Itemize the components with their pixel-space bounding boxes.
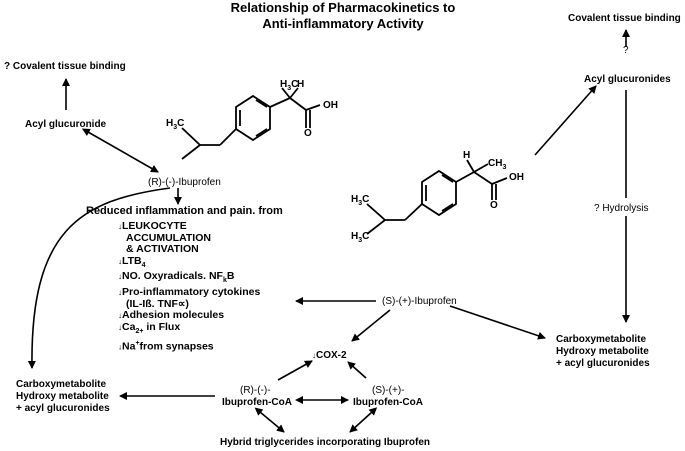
s-mol-ch3-label: CH3 [488, 158, 507, 171]
arrow-s-ibu-to-right-metab [449, 305, 546, 340]
s-mol-h3c-label-2: H3C [351, 231, 370, 244]
effect-na: ↓Na+from synapses [118, 339, 214, 353]
left-metab-line3: + acyl glucuronides [16, 403, 110, 414]
r-mol-o-label: O [304, 128, 312, 139]
effects-header: Reduced inflammation and pain. from [86, 205, 283, 217]
effects-list: ↓LEUKOCYTE ACCUMULATION & ACTIVATION ↓LT… [118, 220, 261, 353]
arrow-scoa-to-cox2 [347, 361, 367, 379]
right-hydrolysis-label: ? Hydrolysis [594, 203, 649, 214]
arrow-r-ibu-to-left-metab [27, 187, 171, 369]
arrow-s-ibu-to-cox2 [351, 309, 391, 342]
effect-leukocyte-3: & ACTIVATION [126, 243, 199, 256]
s-mol-o-label: O [490, 200, 498, 211]
left-metab-line1: Carboxymetabolite [16, 379, 107, 390]
effect-pro-inflammatory: ↓Pro-inflammatory cytokines [118, 286, 261, 299]
arrow-s-mol-to-acyl [534, 85, 597, 156]
effect-pro-inflammatory-2: (IL-Iß. TNF∝) [126, 297, 189, 310]
right-metab-line2: Hydroxy metabolite [556, 346, 649, 357]
down-arrow-icon: ↓ [312, 351, 316, 360]
r-mol-h-label: H [297, 79, 305, 90]
effect-no: ↓NO. Oxyradicals. NFkB [118, 270, 235, 285]
left-metab-line2: Hydroxy metabolite [16, 391, 109, 402]
s-mol-h3c-label: H3C [351, 194, 370, 207]
effect-ltb: ↓LTB4 [118, 254, 146, 269]
s-coa-line1: (S)-(+)- [372, 385, 405, 396]
r-ibuprofen-molecule [181, 87, 321, 160]
left-covalent-label: ? Covalent tissue binding [4, 61, 126, 72]
s-mol-h-label: H [463, 150, 471, 161]
s-ibuprofen-label: (S)-(+)-Ibuprofen [382, 296, 457, 307]
diagram-title-line2: Anti-inflammatory Activity [262, 16, 424, 31]
r-ibuprofen-label: (R)-(-)-Ibuprofen [148, 177, 221, 188]
diagram-title-line1: Relationship of Pharmacokinetics to [230, 0, 456, 15]
r-mol-oh-label: OH [323, 100, 338, 111]
left-acyl-label: Acyl glucuronide [25, 119, 107, 130]
arrow-rcoa-to-hybrid [254, 407, 285, 433]
arrow-rcoa-to-cox2 [277, 360, 313, 381]
right-acyl-label: Acyl glucuronides [584, 74, 671, 85]
effect-adhesion: ↓Adhesion molecules [118, 309, 225, 322]
right-covalent-label: Covalent tissue binding [568, 13, 681, 24]
effect-ca: ↓Ca2+ in Flux [118, 320, 181, 336]
right-metab-line3: + acyl glucuronides [556, 358, 650, 369]
right-question-label: ? [623, 45, 629, 56]
s-mol-oh-label: OH [509, 172, 524, 183]
effect-leukocyte: ↓LEUKOCYTE [118, 220, 187, 232]
r-coa-line1: (R)-(-)- [240, 385, 271, 396]
cox2-label: ↓COX-2 [312, 350, 347, 361]
effect-leukocyte-2: ACCUMULATION [126, 231, 211, 244]
s-ibuprofen-molecule [366, 159, 508, 235]
s-coa-line2: Ibuprofen-CoA [353, 397, 423, 408]
hybrid-triglycerides-label: Hybrid triglycerides incorporating Ibupr… [220, 437, 431, 448]
arrow-scoa-to-hybrid [349, 407, 378, 433]
r-mol-h3c-label: H3C [166, 118, 185, 131]
r-mol-ch3-label: H3C [280, 79, 299, 92]
r-coa-line2: Ibuprofen-CoA [222, 397, 292, 408]
arrow-acyl-r-ibuprofen [81, 128, 159, 173]
right-metab-line1: Carboxymetabolite [556, 334, 647, 345]
